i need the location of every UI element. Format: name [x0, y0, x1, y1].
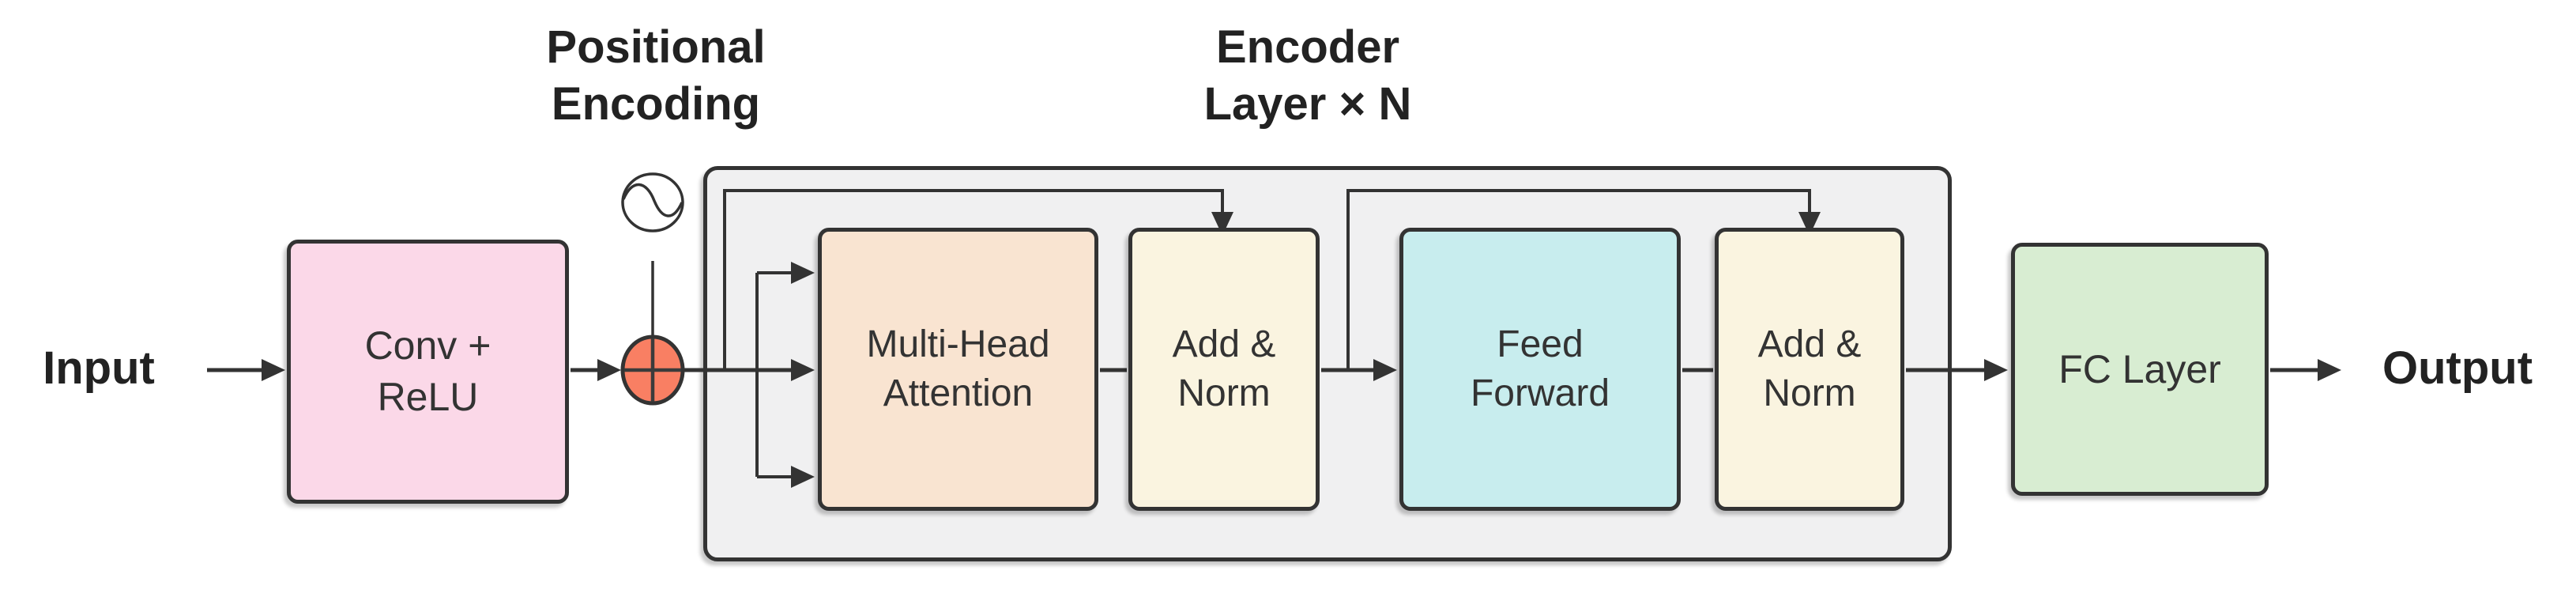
- add-norm-1-box: Add & Norm: [1128, 228, 1320, 511]
- arrow-fc-to-output: [2270, 359, 2341, 381]
- sine-wave-icon: [621, 172, 684, 232]
- plus-circle-node: [620, 334, 685, 406]
- encoder-layer-label: Encoder Layer × N: [1203, 21, 1412, 130]
- feed-forward-box: Feed Forward: [1399, 228, 1681, 511]
- positional-encoding-label: Positional Encoding: [546, 21, 766, 130]
- arrow-input-to-conv: [207, 359, 285, 381]
- arrow-conv-to-plus: [571, 359, 621, 381]
- multi-head-attention-box: Multi-Head Attention: [818, 228, 1098, 511]
- input-label: Input: [43, 342, 155, 394]
- output-label: Output: [2382, 342, 2533, 394]
- conv-relu-box: Conv + ReLU: [287, 240, 569, 504]
- add-norm-2-box: Add & Norm: [1715, 228, 1904, 511]
- fc-layer-box: FC Layer: [2011, 243, 2269, 496]
